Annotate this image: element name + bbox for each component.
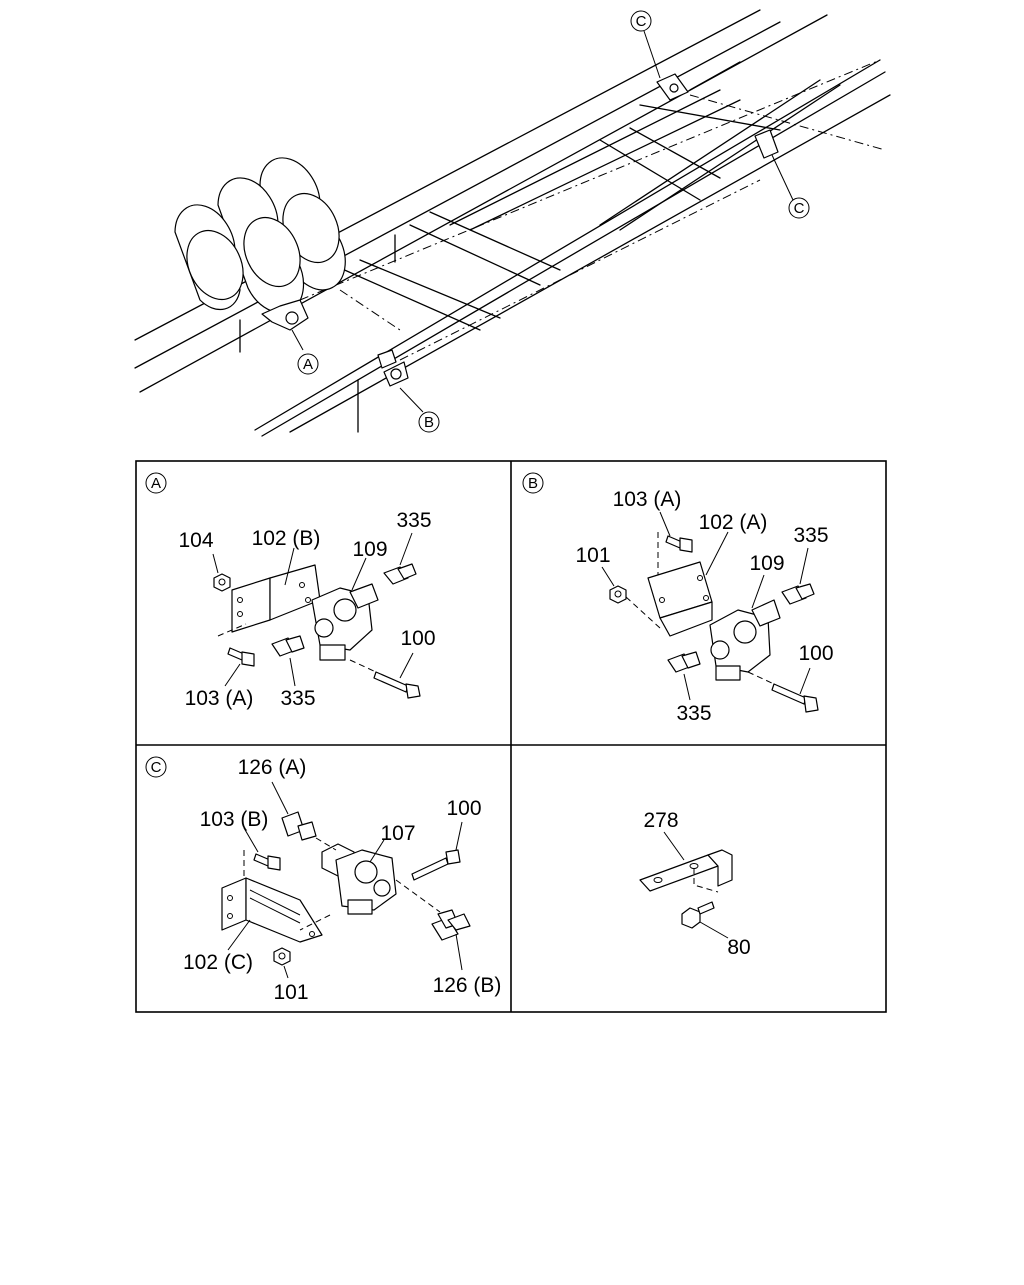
label-102c: 102 (C) — [183, 951, 253, 974]
callout-c-overview-upper[interactable]: C — [630, 10, 652, 32]
fitting-335-bottom-b — [667, 651, 701, 701]
label-102a: 102 (A) — [699, 511, 768, 534]
label-109: 109 — [352, 538, 387, 561]
callout-b-letter: B — [424, 414, 434, 431]
label-107: 107 — [380, 822, 415, 845]
label-100-b: 100 — [798, 642, 833, 665]
label-126a: 126 (A) — [238, 756, 307, 779]
label-100: 100 — [400, 627, 435, 650]
bracket-278 — [639, 831, 733, 893]
tee-126b — [431, 909, 471, 971]
detail-panel-a: A — [145, 472, 436, 710]
valve-location-c-right — [754, 129, 794, 201]
panel-a-letter: A — [151, 475, 161, 492]
panel-a-callout: A — [145, 472, 167, 494]
label-101-c: 101 — [273, 981, 308, 1004]
bolt-103b — [243, 827, 281, 892]
label-80: 80 — [727, 936, 750, 959]
valve-location-b — [377, 349, 424, 413]
valve-109 — [311, 557, 379, 661]
callout-c-letter: C — [794, 200, 805, 217]
bolt-100-b — [747, 667, 819, 713]
valve-109-b — [709, 574, 781, 681]
label-103a-b: 103 (A) — [613, 488, 682, 511]
chassis-overview: A B C C — [134, 9, 891, 437]
label-335-bottom: 335 — [280, 687, 315, 710]
label-100-c: 100 — [446, 797, 481, 820]
bolt-100 — [349, 652, 421, 699]
panel-b-letter: B — [528, 475, 538, 492]
bolt-103a — [217, 623, 255, 687]
label-126b: 126 (B) — [433, 974, 502, 997]
valve-107 — [299, 837, 441, 931]
detail-panel-d: 278 80 — [639, 809, 751, 959]
fitting-335-top-b — [781, 547, 815, 605]
elbow-126a — [271, 781, 317, 841]
callout-c-overview-right[interactable]: C — [788, 197, 810, 219]
callout-a-overview[interactable]: A — [297, 353, 319, 375]
label-102b: 102 (B) — [252, 527, 321, 550]
label-109-b: 109 — [749, 552, 784, 575]
label-103a: 103 (A) — [185, 687, 254, 710]
label-335-top: 335 — [396, 509, 431, 532]
bolt-80 — [681, 901, 729, 939]
bracket-102b — [231, 547, 321, 633]
nut-104 — [212, 553, 231, 592]
callout-a-letter: A — [303, 356, 313, 373]
callout-b-overview[interactable]: B — [418, 411, 440, 433]
bolt-103a-b — [657, 511, 693, 590]
label-103b: 103 (B) — [200, 808, 269, 831]
label-278: 278 — [643, 809, 678, 832]
bracket-102a — [647, 531, 729, 637]
panel-c-callout: C — [145, 756, 167, 778]
label-101: 101 — [575, 544, 610, 567]
label-104: 104 — [178, 529, 213, 552]
fitting-335-top — [383, 532, 417, 585]
nut-101 — [601, 566, 661, 629]
panel-b-callout: B — [522, 472, 544, 494]
valve-location-c-upper — [643, 30, 689, 101]
fitting-335-bottom — [271, 635, 305, 687]
bracket-102c — [221, 877, 323, 951]
callout-c-letter: C — [636, 13, 647, 30]
label-335-top-b: 335 — [793, 524, 828, 547]
nut-101-c — [273, 947, 291, 979]
bolt-100-c — [411, 821, 463, 881]
detail-panel-b: B — [522, 472, 834, 725]
detail-panel-c: C — [145, 756, 502, 1004]
valve-location-a — [261, 299, 309, 351]
label-335-bottom-b: 335 — [676, 702, 711, 725]
panel-c-letter: C — [151, 759, 162, 776]
detail-grid — [135, 460, 887, 1013]
air-tanks — [174, 157, 346, 314]
